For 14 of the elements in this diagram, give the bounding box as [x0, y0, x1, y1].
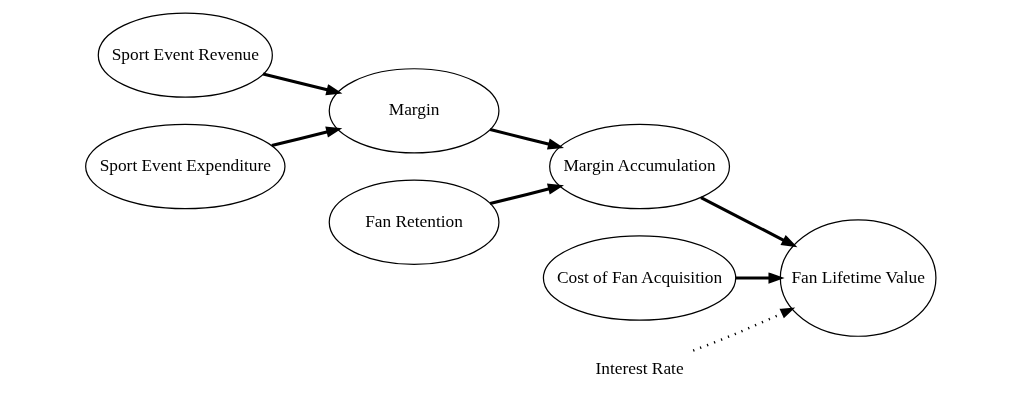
arrow: [271, 126, 343, 148]
node-ellipse: Sport Event Expenditure: [85, 123, 286, 210]
node-ellipse: Cost of Fan Acquisition: [542, 235, 737, 321]
arrow: [692, 307, 796, 352]
node-ellipse: Margin: [328, 68, 500, 154]
arrow: [735, 272, 785, 284]
node-text: Interest Rate: [595, 359, 684, 379]
node-ellipse: Fan Retention: [328, 179, 500, 266]
node-ellipse: Sport Event Revenue: [97, 12, 273, 98]
arrow: [700, 196, 798, 248]
arrow: [489, 183, 564, 206]
arrow: [489, 128, 564, 150]
node-ellipse: Margin Accumulation: [549, 123, 731, 210]
arrow: [262, 72, 343, 96]
